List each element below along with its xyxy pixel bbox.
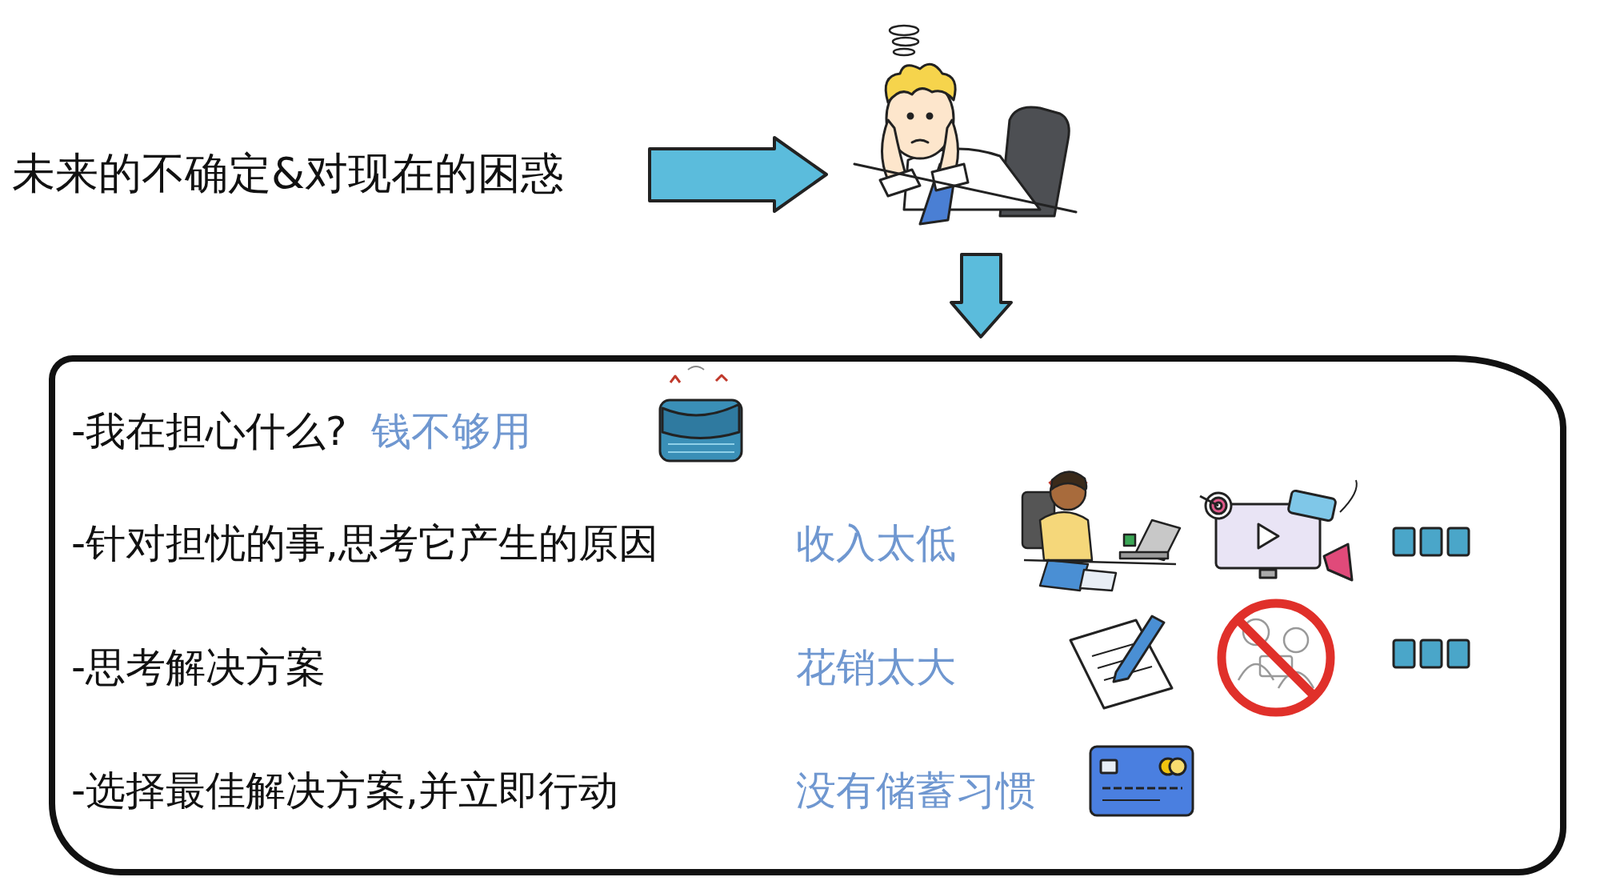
worried-person	[854, 25, 1076, 224]
answer-text: 花销太大	[796, 644, 956, 692]
down-arrow	[951, 254, 1012, 337]
answer-text: 收入太低	[796, 520, 956, 568]
step-text: -针对担忧的事,思考它产生的原因	[71, 520, 659, 568]
ellipsis-blocks	[1393, 528, 1469, 668]
bank-card	[1090, 746, 1193, 816]
rounded-panel: -我在担心什么? 钱不够用 -针对担忧的事,思考它产生的原因 收入太低 -思考解决方案 花…	[48, 355, 1567, 876]
working-person	[1022, 471, 1180, 591]
step-text: -选择最佳解决方案,并立即行动	[71, 768, 619, 815]
paper-pen	[1070, 616, 1172, 708]
right-arrow	[649, 137, 827, 212]
prohibition-sign	[1221, 603, 1331, 712]
empty-wallet	[660, 366, 742, 461]
answer-text: 没有储蓄习惯	[796, 768, 1036, 815]
step-text: -思考解决方案	[71, 644, 326, 692]
step-text: -我在担心什么?	[71, 408, 348, 456]
media-screens	[1200, 480, 1357, 580]
heading-label: 未来的不确定&对现在的困惑	[12, 148, 564, 199]
answer-text: 钱不够用	[371, 408, 532, 456]
